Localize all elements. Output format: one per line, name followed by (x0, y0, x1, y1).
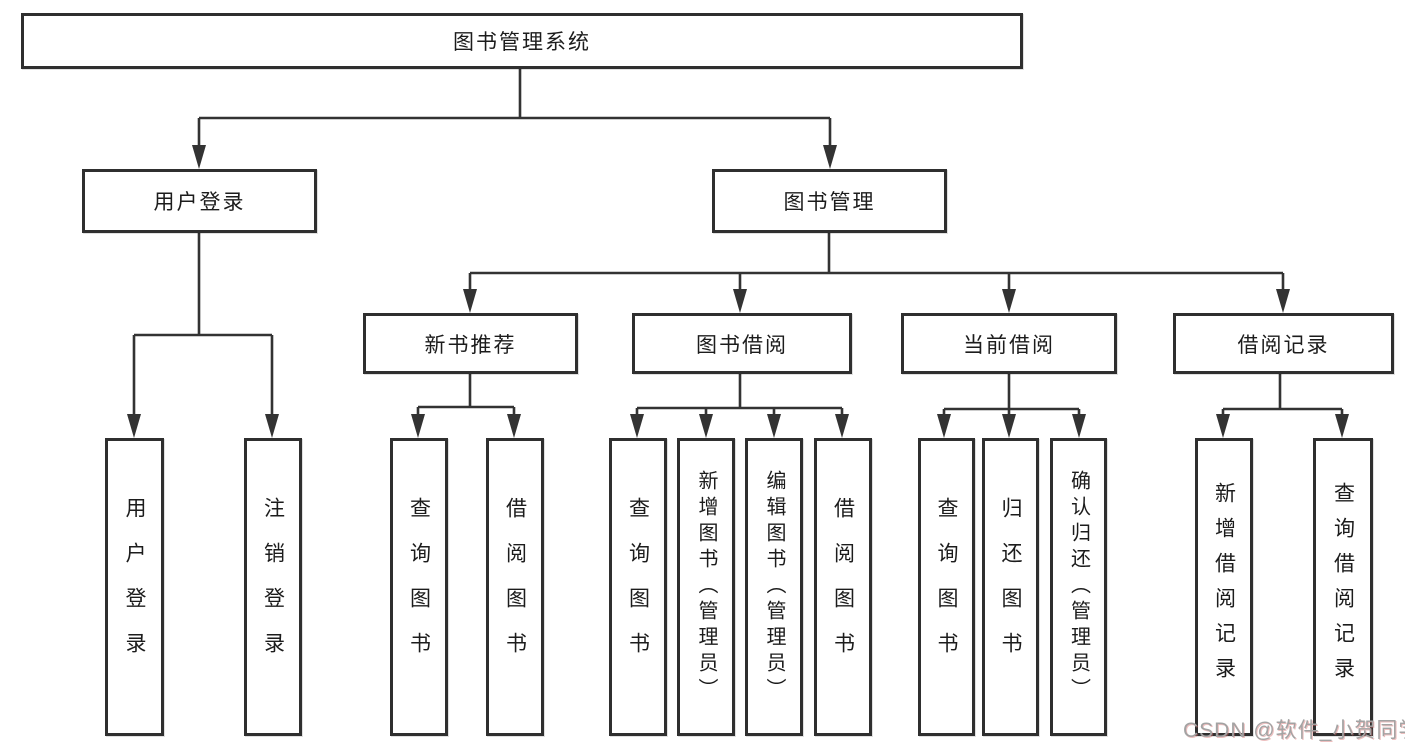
leaf-query-books-recommend: 查询图书 (390, 438, 448, 736)
leaf-label: 查询图书 (935, 497, 958, 677)
leaf-edit-books-admin: 编辑图书（管理员） (745, 438, 803, 736)
node-label: 用户登录 (153, 191, 246, 214)
leaf-label: 用户登录 (123, 497, 146, 677)
arrowheads (127, 145, 1349, 438)
node-label: 图书借阅 (696, 333, 788, 357)
leaf-return-books: 归还图书 (982, 438, 1039, 736)
csdn-watermark: CSDN @软件_小贺同学 (1183, 719, 1405, 742)
leaf-label: 借阅图书 (503, 497, 527, 677)
leaf-label: 查询借阅记录 (1331, 482, 1355, 692)
leaf-query-books-borrow: 查询图书 (609, 438, 667, 736)
node-label: 图书管理 (783, 191, 876, 214)
leaf-add-books-admin: 新增图书（管理员） (677, 438, 735, 736)
leaf-label: 注销登录 (261, 497, 285, 677)
leaf-confirm-return-admin: 确认归还（管理员） (1050, 438, 1107, 736)
leaf-query-borrow-record: 查询借阅记录 (1313, 438, 1373, 736)
node-label: 图书管理系统 (453, 31, 591, 54)
leaf-label: 新增图书（管理员） (695, 470, 717, 704)
leaf-label: 借阅图书 (831, 497, 855, 677)
leaf-borrow-books: 借阅图书 (814, 438, 872, 736)
node-library-management-system: 图书管理系统 (21, 13, 1023, 69)
leaf-label: 编辑图书（管理员） (763, 470, 785, 704)
leaf-user-login: 用户登录 (105, 438, 164, 736)
node-label: 借阅记录 (1237, 333, 1330, 357)
leaf-label: 新增借阅记录 (1212, 482, 1236, 692)
leaf-label: 查询图书 (626, 497, 650, 677)
node-book-borrow: 图书借阅 (632, 313, 852, 374)
node-new-book-recommend: 新书推荐 (363, 313, 578, 374)
leaf-label: 归还图书 (999, 497, 1022, 677)
leaf-label: 查询图书 (407, 497, 431, 677)
leaf-query-books-current: 查询图书 (918, 438, 975, 736)
leaf-borrow-books-recommend: 借阅图书 (486, 438, 544, 736)
node-book-management: 图书管理 (712, 169, 947, 233)
leaf-add-borrow-record: 新增借阅记录 (1195, 438, 1253, 736)
node-label: 新书推荐 (424, 333, 517, 357)
node-label: 当前借阅 (963, 333, 1055, 357)
node-user-login: 用户登录 (82, 169, 317, 233)
node-current-borrow: 当前借阅 (901, 313, 1117, 374)
leaf-label: 确认归还（管理员） (1067, 470, 1090, 704)
leaf-logout: 注销登录 (244, 438, 302, 736)
connector-segments (132, 69, 1344, 421)
node-borrow-records: 借阅记录 (1173, 313, 1394, 374)
